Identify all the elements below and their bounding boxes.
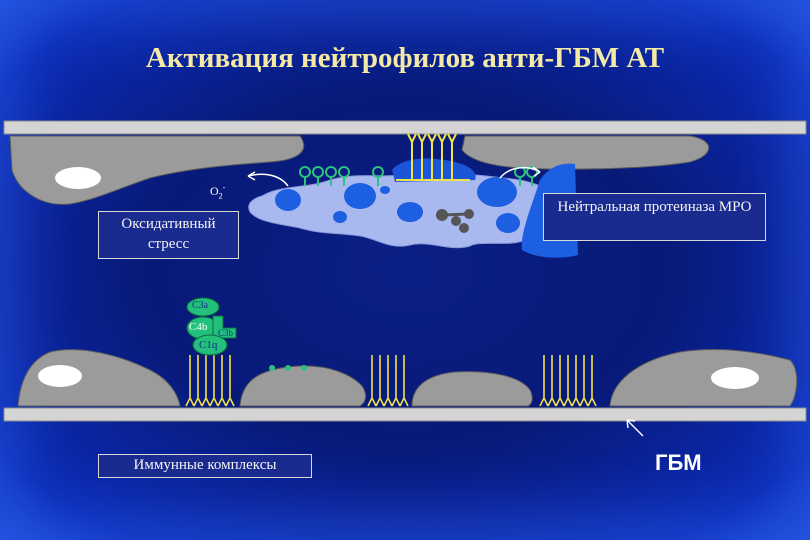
o2-text: O [210,184,219,198]
immune-complexes-box: Иммунные комплексы [98,454,312,478]
c4b-label: C4b [189,321,208,333]
endothelial-cell-top-left [9,135,305,205]
epithelial-cell-bottom-mid [239,365,367,407]
slide-title: Активация нейтрофилов анти-ГБМ АТ [145,42,665,74]
bottom-membrane-gbm [3,407,807,422]
protease-box: Нейтральная протеиназа МРО [543,193,766,241]
antibody-group-bottom-3 [539,355,597,407]
protease-label: Нейтральная протеиназа МРО [557,199,752,215]
gbm-label: ГБМ [655,450,702,475]
epithelial-cell-bottom-right [609,349,798,407]
endothelial-cell-top-right [461,135,710,170]
o2-label: O2- [210,183,225,200]
c1q-component [192,334,228,356]
antibody-group-top [396,133,470,181]
epithelial-cell-bottom-mid-right [411,371,533,407]
granule [344,183,376,209]
c3a-label: C3a [192,300,209,311]
cell-nucleus [55,167,101,189]
c3a-component [186,297,220,317]
immune-complexes-label: Иммунные комплексы [133,457,277,473]
cell-nucleus [711,367,759,389]
o2-superscript: - [222,183,226,192]
gbm-pointer [626,419,644,437]
oxidative-stress-box: Оксидативный стресс [98,211,239,259]
antibody-group-bottom-2 [367,355,409,407]
granule [496,213,520,233]
activated-membrane-patch [392,158,476,182]
o2-arrow [247,173,289,187]
cell-nucleus [38,365,82,387]
epithelial-cell-bottom-left [17,349,181,407]
granule [397,202,423,222]
fc-receptors [299,166,538,186]
c1q-label: C1q [199,339,218,351]
antibody-group-bottom-1 [185,355,235,407]
granule [380,186,390,194]
top-membrane [3,120,807,135]
o2-subscript: 2 [218,191,223,201]
c3b-label: C3b [218,328,234,338]
granule [477,177,517,207]
neutrophil-nucleus [436,209,474,233]
oxidative-stress-label: Оксидативный стресс [121,216,216,252]
granule [333,211,347,223]
granule [275,189,301,211]
